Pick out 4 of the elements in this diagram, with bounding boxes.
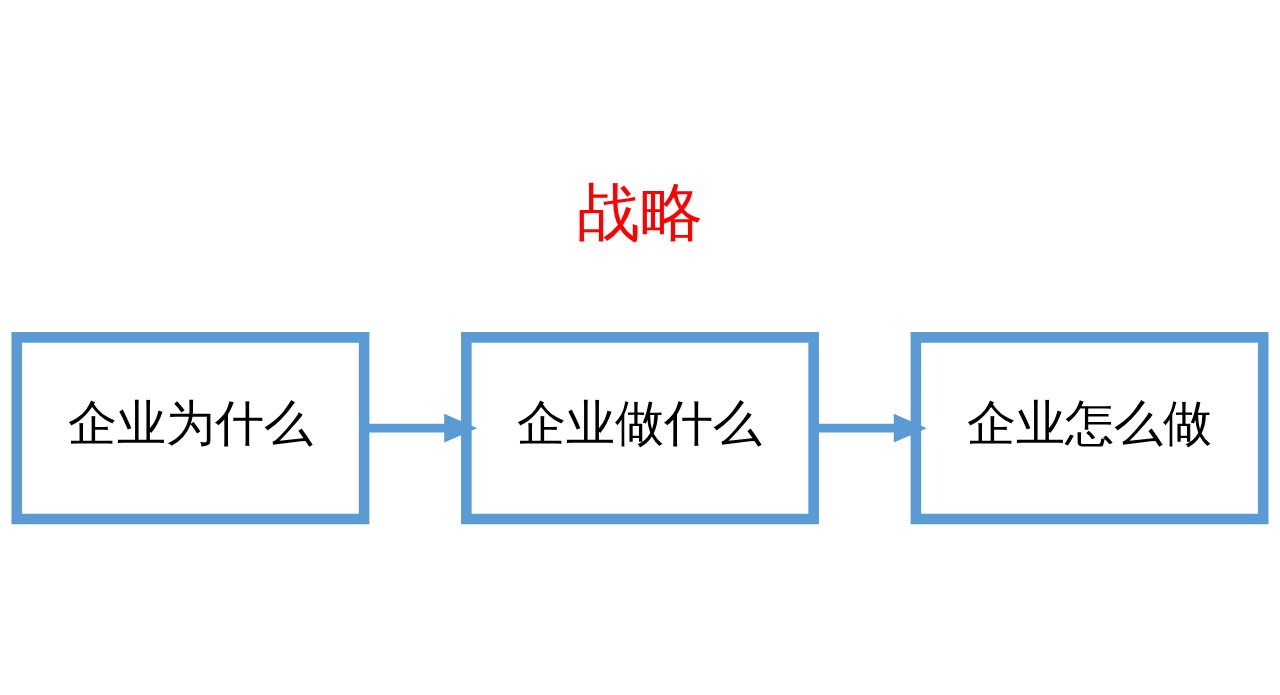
node-box: 企业为什么 (11, 332, 370, 525)
label: 战略 (577, 176, 703, 248)
node-box: 企业怎么做 (910, 332, 1269, 525)
node-box: 企业做什么 (461, 332, 819, 525)
